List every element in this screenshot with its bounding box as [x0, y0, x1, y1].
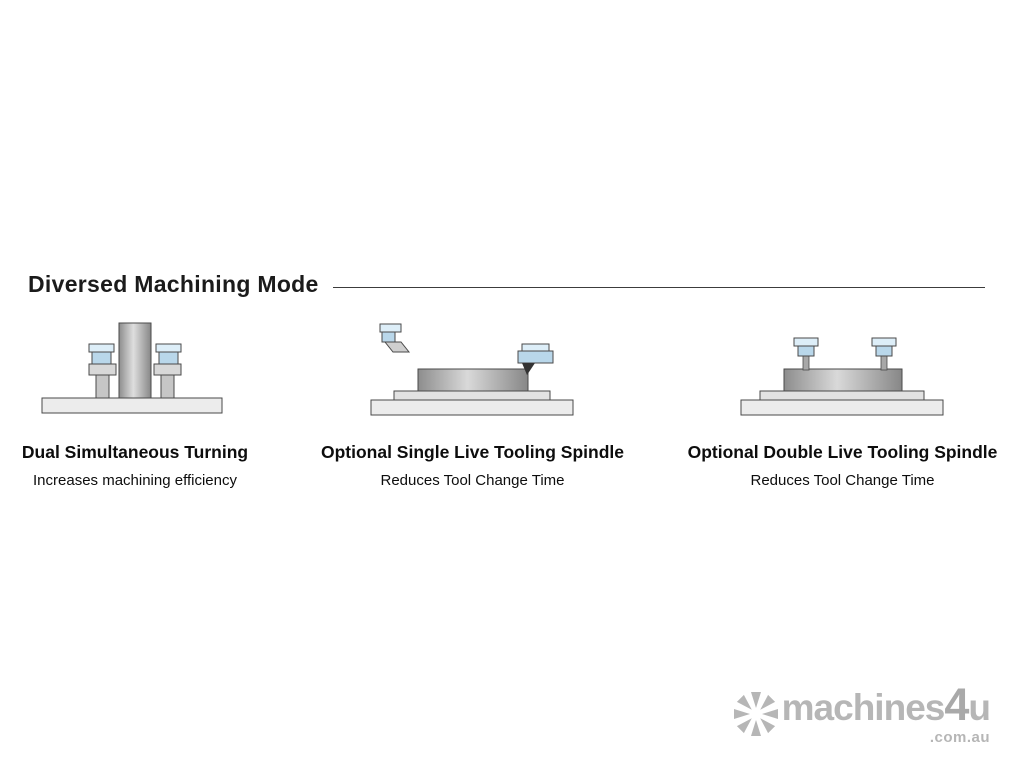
title-rule — [332, 287, 985, 288]
mode-figure-dual-simultaneous-turning: Dual Simultaneous Turning Increases mach… — [10, 318, 260, 490]
watermark-tld: .com.au — [929, 729, 990, 746]
mode-title: Dual Simultaneous Turning — [21, 442, 249, 462]
watermark-brand-number: 4 — [944, 679, 969, 730]
watermark-brand-suffix: u — [968, 687, 991, 728]
mode-subtitle: Reduces Tool Change Time — [750, 472, 935, 490]
machines4u-asterisk-icon — [733, 692, 778, 736]
mode-figure-single-live-tooling: Optional Single Live Tooling Spindle Red… — [300, 318, 645, 490]
watermark-text: machines 4 u .com.au — [781, 679, 991, 746]
single-live-tooling-illustration — [370, 323, 573, 416]
double-live-tooling-illustration — [740, 337, 943, 416]
watermark: machines 4 u .com.au — [733, 679, 991, 746]
mode-subtitle: Increases machining efficiency — [33, 472, 237, 490]
mode-title: Optional Single Live Tooling Spindle — [320, 442, 624, 462]
watermark-brand: machines 4 u — [781, 679, 991, 730]
mode-figure-double-live-tooling: Optional Double Live Tooling Spindle Red… — [660, 318, 1024, 490]
dual-simultaneous-turning-illustration — [41, 322, 223, 414]
mode-title: Optional Double Live Tooling Spindle — [687, 442, 998, 462]
page-title: Diversed Machining Mode — [28, 271, 319, 297]
mode-subtitle: Reduces Tool Change Time — [380, 472, 565, 490]
watermark-brand-prefix: machines — [781, 687, 946, 728]
section-header: Diversed Machining Mode — [28, 271, 985, 298]
